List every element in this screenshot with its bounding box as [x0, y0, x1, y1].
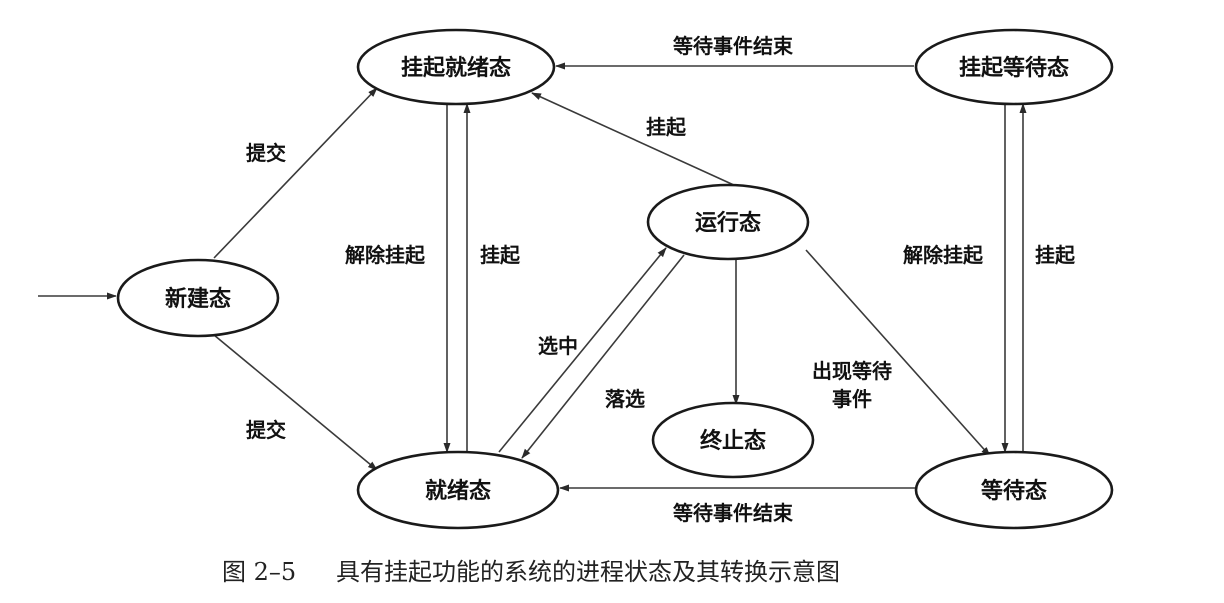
- label-suspend-right: 挂起: [1035, 243, 1076, 267]
- state-terminated-shape: [651, 401, 815, 479]
- state-suspended-ready: 挂起就绪态: [356, 28, 556, 106]
- label-release-suspend-left: 解除挂起: [345, 243, 426, 267]
- state-new-label: 新建态: [165, 286, 231, 312]
- state-blocked: 等待态: [914, 450, 1114, 530]
- state-suspended-ready-label: 挂起就绪态: [401, 55, 511, 81]
- label-submit-bottom: 提交: [246, 418, 286, 442]
- edge-new-to-suspended-ready: [213, 87, 378, 259]
- label-release-suspend-right: 解除挂起: [903, 243, 984, 267]
- label-event-done-bottom: 等待事件结束: [673, 501, 794, 525]
- label-wait-event-line1: 出现等待: [812, 359, 892, 383]
- label-wait-event-line2: 事件: [832, 387, 872, 411]
- label-submit-top: 提交: [246, 141, 286, 165]
- label-event-done-top: 等待事件结束: [673, 34, 794, 58]
- state-suspended-blocked: 挂起等待态: [914, 28, 1114, 106]
- label-dispatch: 选中: [538, 334, 578, 358]
- transition-labels: 提交 提交 解除挂起 挂起 挂起 选中 落选 出现等待 事件 解除挂起 挂起 等…: [246, 34, 1076, 525]
- state-new: 新建态: [116, 258, 280, 338]
- label-suspend-left: 挂起: [480, 243, 521, 267]
- state-ready: 就绪态: [356, 450, 560, 530]
- state-running: 运行态: [646, 183, 810, 261]
- edge-running-to-blocked: [805, 249, 991, 457]
- state-nodes: 挂起就绪态 挂起等待态 运行态 新建态 终止态 就绪态 等待态: [116, 28, 1114, 530]
- state-running-label: 运行态: [695, 210, 761, 236]
- state-suspended-ready-shape: [356, 28, 556, 106]
- state-ready-shape: [356, 450, 560, 530]
- state-blocked-shape: [914, 450, 1114, 530]
- edge-new-to-ready: [213, 334, 378, 471]
- state-running-shape: [646, 183, 810, 261]
- edge-running-to-ready: [521, 254, 685, 459]
- label-suspend-from-running: 挂起: [646, 115, 687, 139]
- transition-edges: [38, 62, 1027, 492]
- state-terminated-label: 终止态: [700, 428, 766, 454]
- state-terminated: 终止态: [651, 401, 815, 479]
- caption-title: 具有挂起功能的系统的进程状态及其转换示意图: [336, 558, 840, 586]
- label-preempt: 落选: [605, 387, 645, 411]
- state-ready-label: 就绪态: [425, 478, 491, 504]
- caption-figure-number: 图 2–5: [222, 558, 296, 586]
- state-new-shape: [116, 258, 280, 338]
- edge-ready-to-running: [498, 247, 667, 453]
- figure-caption: 图 2–5 具有挂起功能的系统的进程状态及其转换示意图: [222, 558, 840, 586]
- state-suspended-blocked-shape: [914, 28, 1114, 106]
- edge-running-to-suspended-ready: [531, 92, 737, 187]
- state-blocked-label: 等待态: [981, 478, 1047, 504]
- state-suspended-blocked-label: 挂起等待态: [959, 55, 1069, 81]
